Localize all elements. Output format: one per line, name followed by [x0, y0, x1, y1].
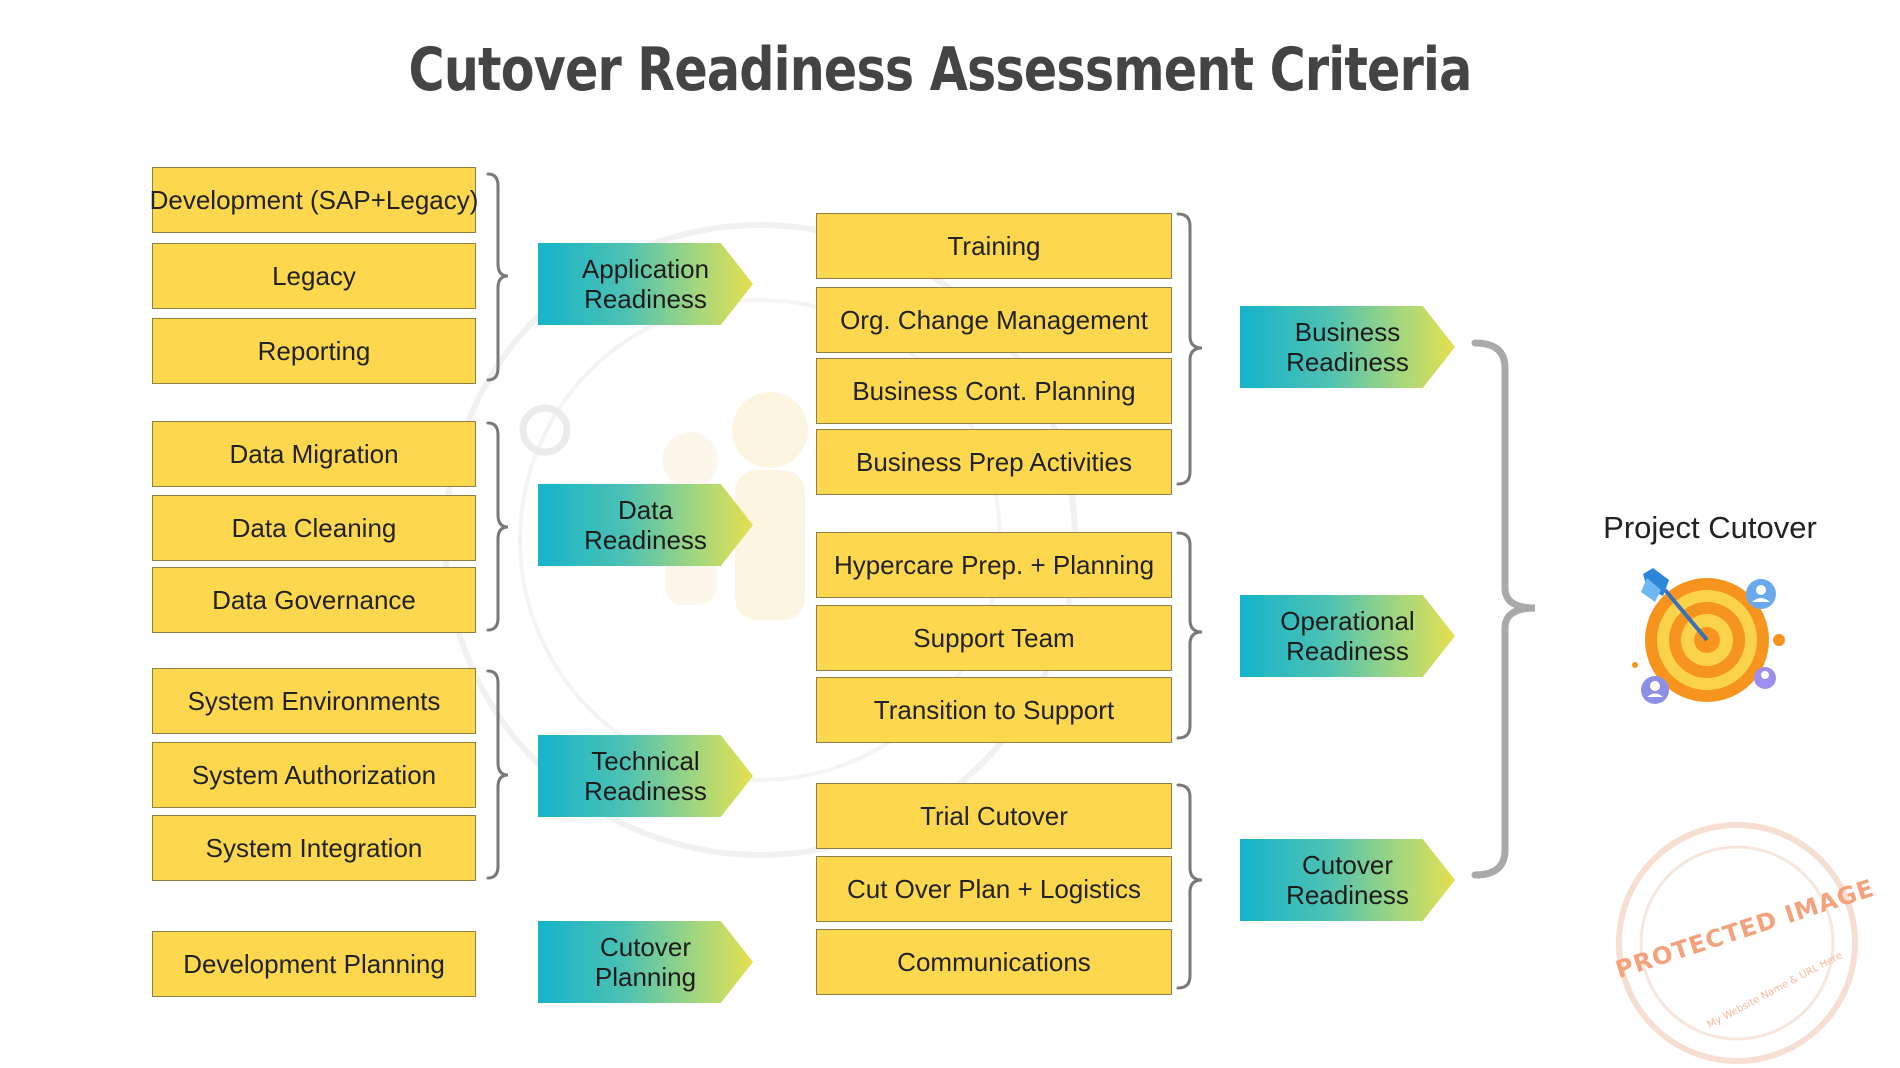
source-item: Data Cleaning: [152, 495, 476, 561]
activity-item: Cut Over Plan + Logistics: [816, 856, 1172, 922]
source-item: Reporting: [152, 318, 476, 384]
source-item: System Environments: [152, 668, 476, 734]
source-item: System Authorization: [152, 742, 476, 808]
activity-item: Transition to Support: [816, 677, 1172, 743]
convergence-bracket: [1471, 339, 1536, 879]
protected-stamp: [1616, 822, 1858, 1064]
activity-item: Hypercare Prep. + Planning: [816, 532, 1172, 598]
source-item: Legacy: [152, 243, 476, 309]
source-item: Data Governance: [152, 567, 476, 633]
source-item: Development Planning: [152, 931, 476, 997]
activity-item: Trial Cutover: [816, 783, 1172, 849]
activity-item: Support Team: [816, 605, 1172, 671]
activity-item: Training: [816, 213, 1172, 279]
goal-label: Project Cutover: [1603, 510, 1817, 545]
target-icon: [1632, 568, 1785, 704]
source-item: System Integration: [152, 815, 476, 881]
page-title: Cutover Readiness Assessment Criteria: [408, 35, 1473, 105]
source-item: Data Migration: [152, 421, 476, 487]
activity-item: Communications: [816, 929, 1172, 995]
activity-item: Business Cont. Planning: [816, 358, 1172, 424]
source-item: Development (SAP+Legacy): [150, 167, 478, 233]
activity-item: Org. Change Management: [816, 287, 1172, 353]
activity-item: Business Prep Activities: [816, 429, 1172, 495]
